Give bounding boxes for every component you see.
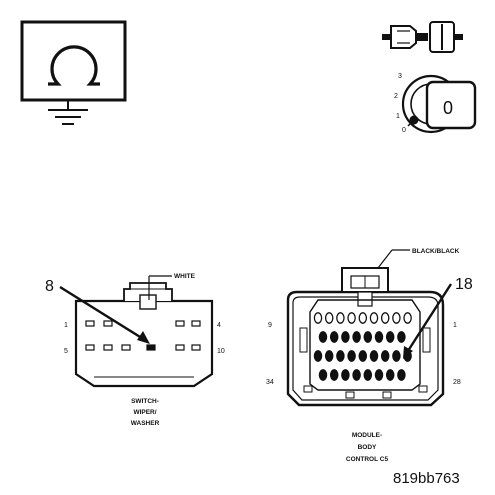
module-pin-cavity bbox=[369, 312, 379, 324]
module-pin-cavity bbox=[403, 312, 412, 324]
module-pin-cavity bbox=[313, 350, 323, 362]
switch-name-line-1: SWITCH- bbox=[131, 398, 159, 405]
ground-icon bbox=[48, 100, 88, 125]
module-pin-cavity bbox=[397, 331, 406, 343]
module-pin-top-right: 1 bbox=[453, 322, 457, 329]
module-pin-cavity bbox=[336, 350, 345, 362]
module-pin-cavity bbox=[352, 369, 361, 381]
module-pin-cavity bbox=[329, 369, 339, 381]
module-name-line-3: CONTROL C5 bbox=[346, 456, 389, 463]
module-pin-cavity bbox=[341, 331, 350, 343]
module-pin-cavity bbox=[329, 331, 339, 343]
module-pin-top-left: 9 bbox=[268, 322, 272, 329]
module-connector bbox=[286, 249, 453, 407]
module-pin-bottom-right: 28 bbox=[453, 379, 461, 386]
module-pin-cavity bbox=[392, 350, 401, 362]
figure-id: 819bb763 bbox=[393, 470, 460, 487]
switch-color-label: WHITE bbox=[174, 273, 196, 280]
switch-connector bbox=[59, 275, 214, 388]
switch-pin-top-right: 4 bbox=[217, 322, 221, 329]
module-pin-cavity bbox=[380, 350, 390, 362]
switch-name-line-2: WIPER/ bbox=[133, 409, 156, 416]
module-connector-pins bbox=[313, 312, 412, 381]
module-pin-bottom-left: 34 bbox=[266, 379, 274, 386]
module-pin-cavity bbox=[358, 350, 368, 362]
switch-pin-bottom-right: 10 bbox=[217, 348, 225, 355]
ignition-key-label: 0 bbox=[443, 98, 453, 118]
module-pin-cavity bbox=[397, 369, 406, 381]
module-color-label: BLACK/BLACK bbox=[412, 248, 460, 255]
ignition-position-0: 0 bbox=[402, 127, 406, 134]
ohmmeter-icon bbox=[20, 20, 127, 102]
module-pin-cavity bbox=[347, 350, 356, 362]
module-pin-cavity bbox=[385, 369, 395, 381]
module-pin-cavity bbox=[363, 369, 373, 381]
module-pin-cavity bbox=[324, 312, 334, 324]
module-name-line-2: BODY bbox=[358, 444, 377, 451]
module-pin-cavity bbox=[363, 331, 373, 343]
switch-pin-bottom-left: 5 bbox=[64, 348, 68, 355]
module-pin-cavity bbox=[369, 350, 379, 362]
ignition-key-icon bbox=[401, 74, 477, 134]
module-pin-cavity bbox=[352, 331, 361, 343]
switch-connector-pins bbox=[85, 320, 201, 351]
module-callout-pin: 18 bbox=[455, 276, 473, 293]
module-pin-cavity bbox=[385, 331, 395, 343]
ignition-position-3: 3 bbox=[398, 73, 402, 80]
module-pin-cavity bbox=[374, 331, 384, 343]
switch-callout-pin: 8 bbox=[45, 278, 54, 295]
switch-name-line-3: WASHER bbox=[131, 420, 160, 427]
module-pin-cavity bbox=[341, 369, 350, 381]
switch-pin-top-left: 1 bbox=[64, 322, 68, 329]
module-pin-cavity bbox=[313, 312, 323, 324]
connector-disconnect-icon bbox=[382, 21, 463, 53]
ignition-position-2: 2 bbox=[394, 93, 398, 100]
module-pin-cavity bbox=[318, 331, 328, 343]
module-pin-cavity bbox=[347, 312, 356, 324]
module-pin-cavity bbox=[380, 312, 390, 324]
module-pin-cavity bbox=[358, 312, 368, 324]
module-pin-cavity bbox=[318, 369, 328, 381]
module-pin-cavity bbox=[374, 369, 384, 381]
ignition-position-1: 1 bbox=[396, 113, 400, 120]
module-pin-cavity bbox=[392, 312, 401, 324]
module-pin-cavity bbox=[336, 312, 345, 324]
module-name-line-1: MODULE- bbox=[352, 432, 382, 439]
module-pin-cavity bbox=[324, 350, 334, 362]
